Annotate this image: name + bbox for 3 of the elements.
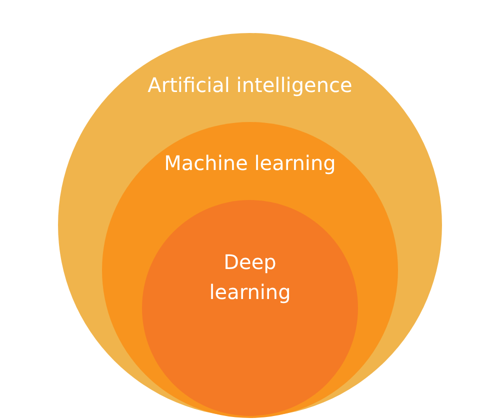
- circle-label: Deep learning: [208, 249, 292, 306]
- circle-label: Machine learning: [163, 150, 337, 177]
- circle-label: Artificial intelligence: [146, 72, 354, 99]
